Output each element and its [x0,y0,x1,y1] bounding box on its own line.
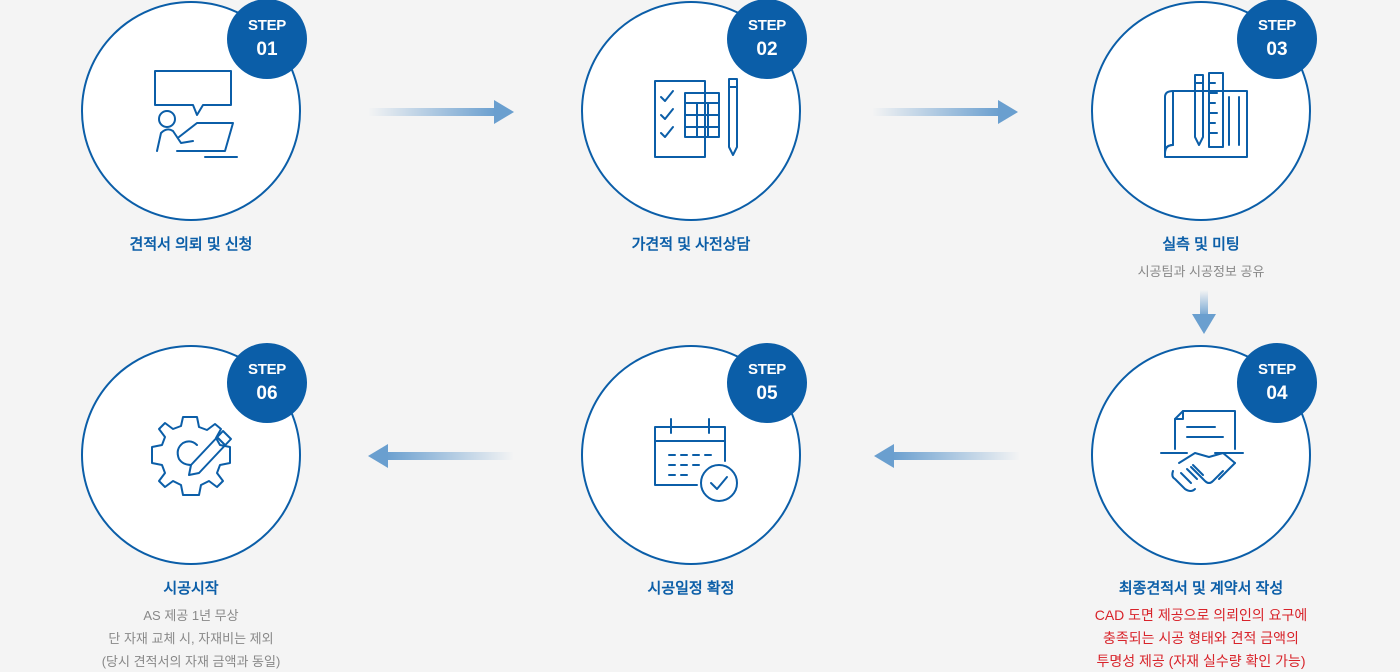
step-5-caption: 시공일정 확정 [541,577,841,598]
step-4-badge: STEP 04 [1237,343,1317,423]
desc-line: 시공팀과 시공정보 공유 [1137,264,1265,279]
step-badge-label: STEP [248,17,286,34]
step-5-badge: STEP 05 [727,343,807,423]
step-badge-label: STEP [248,361,286,378]
desc-line: 단 자재 교체 시, 자재비는 제외 [108,631,274,646]
step-5-circle: STEP 05 [581,343,807,565]
arrow-right-2-3 [872,100,1018,124]
step-badge-number: 03 [1266,39,1288,60]
consultation-icon [154,70,238,158]
step-3-circle: STEP 03 [1091,0,1317,221]
step-badge-number: 05 [756,383,778,404]
step-badge-number: 04 [1266,383,1288,404]
desc-line: AS 제공 1년 무상 [143,608,239,623]
desc-line: (당시 견적서의 자재 금액과 동일) [101,654,281,669]
step-3-caption: 실측 및 미팅 시공팀과 시공정보 공유 [1051,233,1351,283]
step-1-caption: 견적서 의뢰 및 신청 [41,233,341,254]
step-title: 시공일정 확정 [647,580,735,597]
step-title: 견적서 의뢰 및 신청 [129,236,253,253]
step-2-badge: STEP 02 [727,0,807,79]
step-4-circle: STEP 04 [1091,343,1317,565]
step-1-circle: STEP 01 [81,0,307,221]
desc-line: CAD 도면 제공으로 의뢰인의 요구에 [1094,607,1308,623]
arrow-right-1-2 [368,100,514,124]
step-6-caption: 시공시작 AS 제공 1년 무상 단 자재 교체 시, 자재비는 제외 (당시 … [41,577,341,672]
step-badge-number: 06 [256,383,278,404]
step-description: CAD 도면 제공으로 의뢰인의 요구에 충족되는 시공 형태와 견적 금액의 … [1051,604,1351,672]
gear-pencil-icon [151,416,232,496]
step-badge-label: STEP [1258,361,1296,378]
step-title: 시공시작 [163,580,219,597]
estimate-calculator-icon [654,78,738,158]
step-badge-number: 01 [256,39,278,60]
step-6-circle: STEP 06 [81,343,307,565]
blueprint-measure-icon [1164,72,1248,158]
step-1-badge: STEP 01 [227,0,307,79]
step-description: 시공팀과 시공정보 공유 [1051,260,1351,283]
step-badge-label: STEP [748,17,786,34]
arrow-down-3-4 [1192,290,1216,334]
step-6-badge: STEP 06 [227,343,307,423]
step-3-badge: STEP 03 [1237,0,1317,79]
calendar-check-icon [654,418,738,502]
step-2-circle: STEP 02 [581,0,807,221]
step-2-caption: 가견적 및 사전상담 [541,233,841,254]
desc-line: 충족되는 시공 형태와 견적 금액의 [1103,630,1299,646]
arrow-left-5-6 [368,444,514,468]
step-title: 실측 및 미팅 [1162,236,1240,253]
step-title: 가견적 및 사전상담 [631,236,751,253]
step-4-caption: 최종견적서 및 계약서 작성 CAD 도면 제공으로 의뢰인의 요구에 충족되는… [1051,577,1351,672]
step-badge-label: STEP [1258,17,1296,34]
contract-handshake-icon [1160,410,1244,492]
step-badge-number: 02 [756,39,778,60]
desc-line: 투명성 제공 (자재 실수량 확인 가능) [1096,653,1306,669]
step-title: 최종견적서 및 계약서 작성 [1118,580,1284,597]
step-badge-label: STEP [748,361,786,378]
arrow-left-4-5 [874,444,1020,468]
step-description: AS 제공 1년 무상 단 자재 교체 시, 자재비는 제외 (당시 견적서의 … [41,604,341,672]
